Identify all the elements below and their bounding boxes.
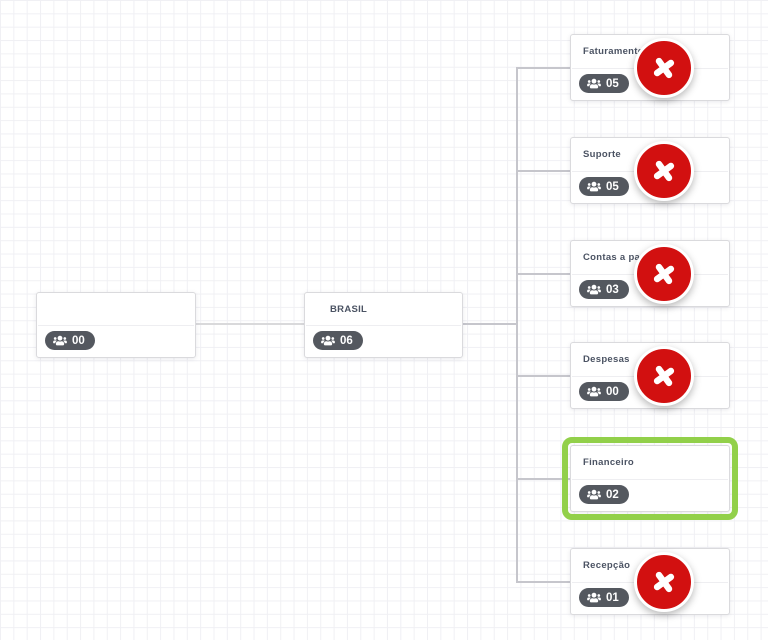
department-node-recepcao[interactable]: Recepção 01 — [570, 548, 730, 615]
x-cross-icon — [649, 567, 679, 597]
department-node-faturamento[interactable]: Faturamento 05 — [570, 34, 730, 101]
root-node[interactable]: 00 — [36, 292, 196, 358]
node-title: Suporte — [583, 149, 621, 160]
node-title: Contas a pagar — [583, 252, 656, 263]
department-node-financeiro[interactable]: Financeiro 02 — [562, 437, 738, 520]
member-count: 01 — [606, 591, 619, 604]
member-count: 00 — [72, 334, 85, 347]
department-node-contas-a-pagar[interactable]: Contas a pagar 03 — [570, 240, 730, 307]
users-icon — [587, 181, 601, 192]
connector-line — [516, 478, 571, 480]
connector-line — [516, 581, 571, 583]
connector-spine — [516, 67, 518, 583]
users-icon — [321, 335, 335, 346]
member-count: 05 — [606, 180, 619, 193]
node-title: BRASIL — [330, 304, 368, 315]
users-icon — [53, 335, 67, 346]
member-count: 02 — [606, 488, 619, 501]
x-cross-icon — [649, 156, 679, 186]
users-icon — [587, 284, 601, 295]
node-title: Despesas — [583, 354, 630, 365]
department-node-despesas[interactable]: Despesas 00 — [570, 342, 730, 409]
member-count-badge: 03 — [579, 280, 629, 299]
member-count-badge: 02 — [579, 485, 629, 504]
delete-node-button[interactable] — [634, 551, 694, 612]
parent-node-brasil[interactable]: BRASIL 06 — [304, 292, 463, 358]
users-icon — [587, 78, 601, 89]
connector-line — [516, 375, 571, 377]
node-separator — [572, 478, 728, 480]
department-node-suporte[interactable]: Suporte 05 — [570, 137, 730, 204]
users-icon — [587, 386, 601, 397]
connector-line — [516, 67, 571, 69]
users-icon — [587, 592, 601, 603]
x-cross-icon — [649, 53, 679, 83]
connector-line — [196, 323, 304, 325]
member-count: 00 — [606, 385, 619, 398]
x-cross-icon — [649, 361, 679, 391]
member-count-badge: 05 — [579, 74, 629, 93]
delete-node-button[interactable] — [634, 140, 694, 201]
node-title: Financeiro — [583, 457, 635, 468]
member-count-badge: 05 — [579, 177, 629, 196]
member-count-badge: 06 — [313, 331, 363, 350]
node-separator — [38, 325, 194, 326]
member-count: 03 — [606, 283, 619, 296]
connector-line — [516, 170, 571, 172]
users-icon — [587, 489, 601, 500]
node-separator — [306, 325, 461, 326]
member-count: 05 — [606, 77, 619, 90]
delete-node-button[interactable] — [634, 37, 694, 98]
member-count-badge: 01 — [579, 588, 629, 607]
member-count-badge: 00 — [579, 382, 629, 401]
delete-node-button[interactable] — [634, 243, 694, 304]
delete-node-button[interactable] — [634, 345, 694, 406]
member-count: 06 — [340, 334, 353, 347]
x-cross-icon — [649, 259, 679, 289]
node-title: Faturamento — [583, 46, 644, 57]
node-title: Recepção — [583, 560, 631, 571]
connector-line — [516, 273, 571, 275]
connector-line — [463, 323, 517, 325]
member-count-badge: 00 — [45, 331, 95, 350]
